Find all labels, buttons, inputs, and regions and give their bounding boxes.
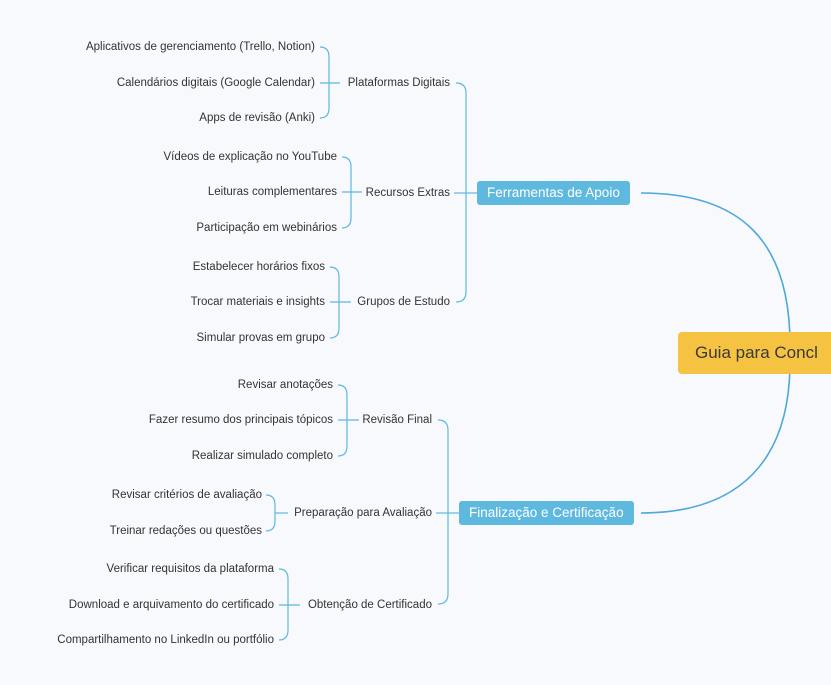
branch-obtencao-certificado[interactable]: Obtenção de Certificado bbox=[307, 599, 432, 611]
main-node-finalizacao[interactable]: Finalização e Certificação bbox=[459, 501, 634, 525]
leaf-node[interactable]: Aplicativos de gerenciamento (Trello, No… bbox=[85, 41, 315, 53]
main-node-label: Ferramentas de Apoio bbox=[487, 185, 620, 200]
leaf-node[interactable]: Download e arquivamento do certificado bbox=[68, 599, 274, 611]
main-node-label: Finalização e Certificação bbox=[469, 505, 624, 520]
root-label: Guia para Concl bbox=[695, 343, 818, 362]
connector-root-finalizacao bbox=[640, 361, 791, 514]
leaf-node[interactable]: Revisar anotações bbox=[237, 379, 333, 391]
leaf-node[interactable]: Revisar critérios de avaliação bbox=[111, 489, 262, 501]
branch-revisao-final[interactable]: Revisão Final bbox=[362, 414, 432, 426]
leaf-node[interactable]: Participação em webinários bbox=[196, 222, 337, 234]
leaf-node[interactable]: Simular provas em grupo bbox=[196, 332, 325, 344]
leaf-node[interactable]: Estabelecer horários fixos bbox=[192, 261, 325, 273]
bracket-preparacao bbox=[265, 494, 276, 532]
leaf-node[interactable]: Calendários digitais (Google Calendar) bbox=[116, 77, 315, 89]
leaf-node[interactable]: Treinar redações ou questões bbox=[109, 525, 262, 537]
branch-plataformas-digitais[interactable]: Plataformas Digitais bbox=[347, 77, 450, 89]
leaf-node[interactable]: Trocar materiais e insights bbox=[190, 296, 325, 308]
leaf-node[interactable]: Verificar requisitos da plataforma bbox=[106, 563, 274, 575]
leaf-node[interactable]: Compartilhamento no LinkedIn ou portfóli… bbox=[57, 634, 274, 646]
leaf-node[interactable]: Realizar simulado completo bbox=[191, 450, 333, 462]
leaf-node[interactable]: Leituras complementares bbox=[207, 186, 337, 198]
leaf-node[interactable]: Fazer resumo dos principais tópicos bbox=[148, 414, 333, 426]
root-node[interactable]: Guia para Concl bbox=[678, 332, 831, 374]
bracket-finalizacao bbox=[437, 419, 449, 605]
main-node-ferramentas[interactable]: Ferramentas de Apoio bbox=[477, 181, 630, 205]
branch-grupos-de-estudo[interactable]: Grupos de Estudo bbox=[357, 296, 450, 308]
connector-root-ferramentas bbox=[640, 192, 791, 346]
leaf-node[interactable]: Vídeos de explicação no YouTube bbox=[163, 151, 338, 163]
branch-preparacao-avaliacao[interactable]: Preparação para Avaliação bbox=[294, 507, 432, 519]
branch-recursos-extras[interactable]: Recursos Extras bbox=[365, 187, 450, 199]
leaf-node[interactable]: Apps de revisão (Anki) bbox=[199, 112, 315, 124]
